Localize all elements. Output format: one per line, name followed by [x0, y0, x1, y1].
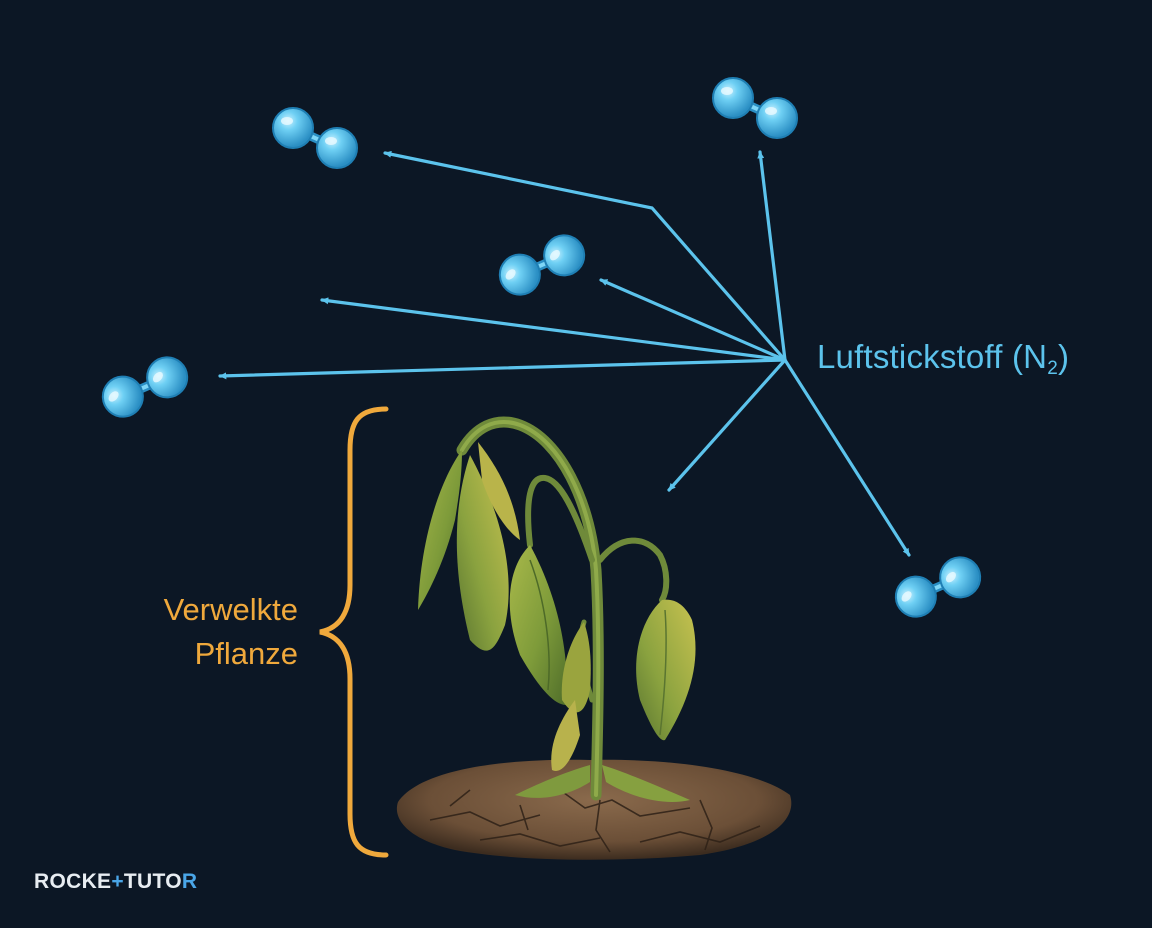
plant-label: Verwelkte Pflanze: [40, 588, 298, 676]
n2-molecule-icon: [888, 536, 989, 639]
arrow-left-upper: [320, 297, 787, 362]
n2-molecule-icon: [273, 108, 357, 168]
arrow-down-right: [783, 358, 911, 557]
nitrogen-label-close: ): [1057, 338, 1070, 375]
logo-plus: +: [111, 870, 124, 893]
arrow-top: [757, 150, 787, 362]
arrow-middle-molecule: [599, 278, 787, 362]
logo-part2: TUTO: [123, 870, 182, 893]
soil-patch: [396, 759, 792, 860]
plant-label-line2: Pflanze: [194, 636, 298, 671]
n2-molecule-icon: [713, 78, 797, 138]
arrow-left-lower: [218, 358, 787, 380]
brand-logo: ROCKE+TUTOR: [34, 870, 197, 894]
nitrogen-label-text: Luftstickstoff (N: [817, 338, 1048, 375]
nitrogen-label: Luftstickstoff (N2): [817, 338, 1069, 380]
arrows-group: [218, 150, 911, 557]
nitrogen-label-subscript: 2: [1047, 358, 1058, 379]
n2-molecule-icon: [95, 336, 196, 439]
plant-label-line1: Verwelkte: [163, 592, 298, 627]
curly-brace-icon: [319, 406, 389, 858]
logo-part3: R: [181, 870, 198, 893]
arrow-down-left: [667, 358, 787, 492]
wilted-plant-illustration: [418, 416, 696, 802]
arrow-top-left: [383, 150, 787, 362]
n2-molecule-icon: [492, 214, 593, 317]
logo-part1: ROCKE: [34, 870, 112, 893]
